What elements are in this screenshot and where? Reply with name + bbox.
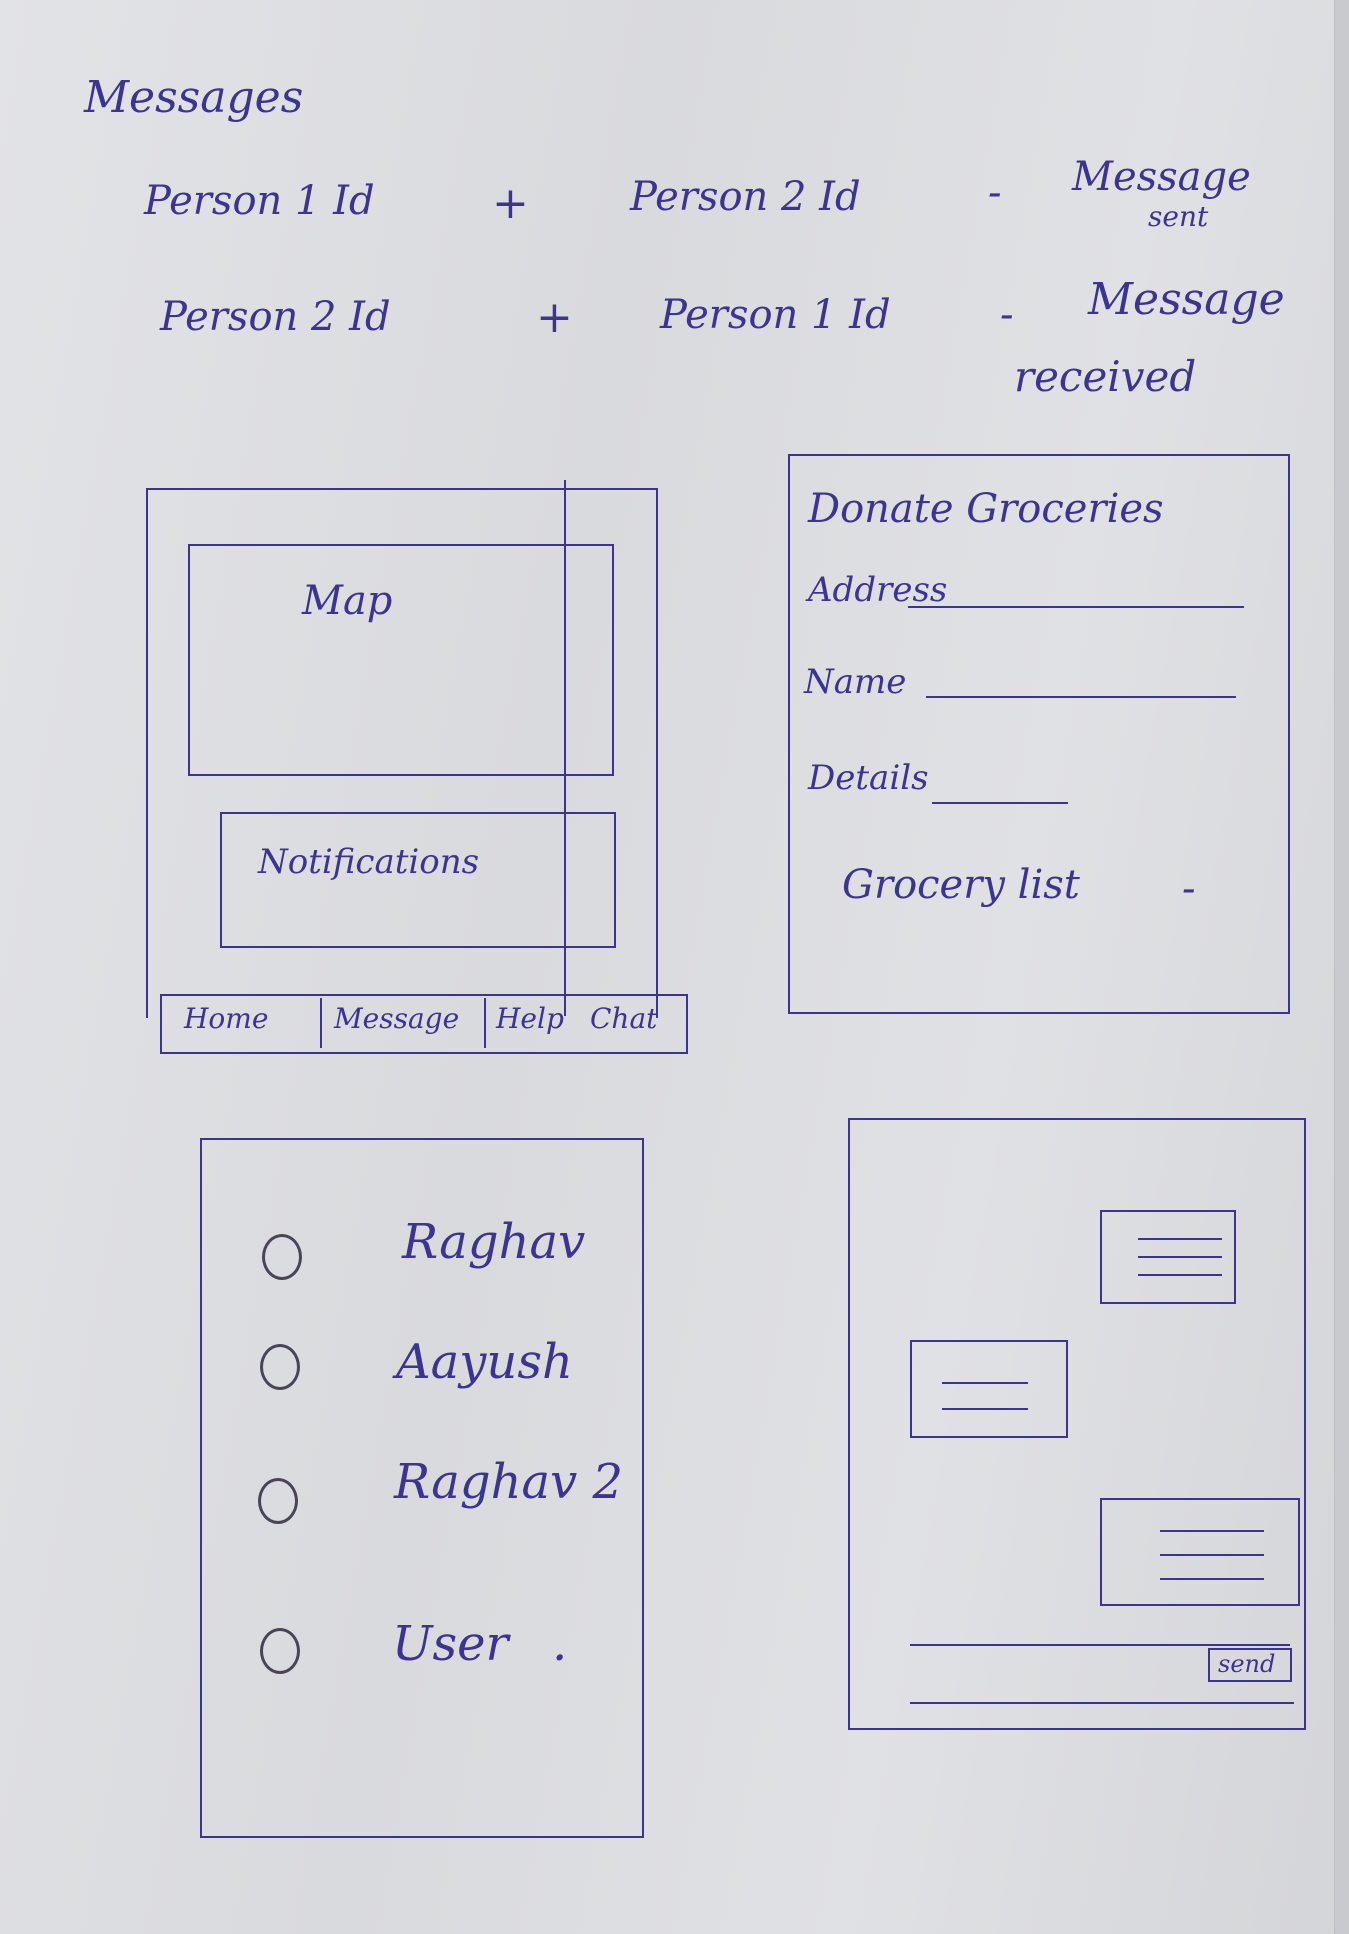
name-label: Name [804,662,907,702]
bubble-text-line [1138,1274,1222,1276]
rule-result-sub: received [1014,352,1197,401]
bubble-text-line [1160,1578,1264,1580]
rule-plus: + [536,292,573,343]
donate-screen-wireframe: Donate Groceries Address Name Details Gr… [788,454,1290,1014]
map-label: Map [302,578,393,624]
rule-result-sub: sent [1148,200,1209,233]
paper-edge [1334,0,1349,1934]
contact-radio[interactable] [258,1478,298,1524]
bubble-text-line [1138,1238,1222,1240]
rule-right: Person 2 Id [630,174,861,220]
message-bubble-sent [1100,1498,1300,1606]
top-edge [146,488,646,490]
contact-radio[interactable] [262,1234,302,1280]
nav-help[interactable]: Help [496,1002,564,1035]
grocery-list-label: Grocery list [842,862,1080,908]
trailing-dot: . [552,1616,568,1672]
grocery-list-dash: - [1182,866,1196,912]
message-input-top [910,1644,1290,1646]
address-field[interactable] [908,606,1244,608]
message-input[interactable] [910,1646,1210,1706]
map-panel[interactable]: Map [188,544,614,776]
contacts-screen-wireframe: Raghav Aayush Raghav 2 User . [200,1138,644,1838]
rule-left: Person 1 Id [144,178,375,224]
nav-divider [320,998,322,1048]
contact-name[interactable]: Raghav 2 [394,1454,624,1510]
bubble-text-line [942,1408,1028,1410]
rule-result: Message [1088,274,1285,325]
nav-message[interactable]: Message [334,1002,460,1035]
page-title: Messages [84,72,304,123]
rule-result: Message [1072,154,1251,200]
bottom-nav: Home Message Help Chat [160,994,688,1054]
nav-divider [484,998,486,1048]
address-label: Address [808,570,948,610]
rule-right: Person 1 Id [660,292,891,338]
message-input-bottom [910,1702,1294,1704]
chat-screen-wireframe: send [848,1118,1306,1730]
contact-name[interactable]: Raghav [402,1214,586,1270]
rule-dash: - [1000,292,1014,338]
donate-title: Donate Groceries [808,486,1164,532]
send-button[interactable]: send [1208,1648,1292,1682]
contact-name[interactable]: User [392,1616,509,1672]
rule-plus: + [492,178,529,229]
notifications-label: Notifications [258,842,480,882]
contact-radio[interactable] [260,1628,300,1674]
nav-home[interactable]: Home [184,1002,269,1035]
name-field[interactable] [926,696,1236,698]
rule-dash: - [988,170,1002,216]
contact-radio[interactable] [260,1344,300,1390]
nav-chat[interactable]: Chat [590,1002,658,1035]
details-field[interactable] [932,802,1068,804]
message-bubble-received [910,1340,1068,1438]
message-bubble-sent [1100,1210,1236,1304]
bubble-text-line [942,1382,1028,1384]
details-label: Details [808,758,929,798]
bubble-text-line [1138,1256,1222,1258]
contact-name[interactable]: Aayush [396,1334,573,1390]
rule-left: Person 2 Id [160,294,391,340]
bubble-text-line [1160,1530,1264,1532]
scroll-divider [564,480,566,1016]
notifications-panel[interactable]: Notifications [220,812,616,948]
send-label: send [1218,1650,1276,1678]
bubble-text-line [1160,1554,1264,1556]
